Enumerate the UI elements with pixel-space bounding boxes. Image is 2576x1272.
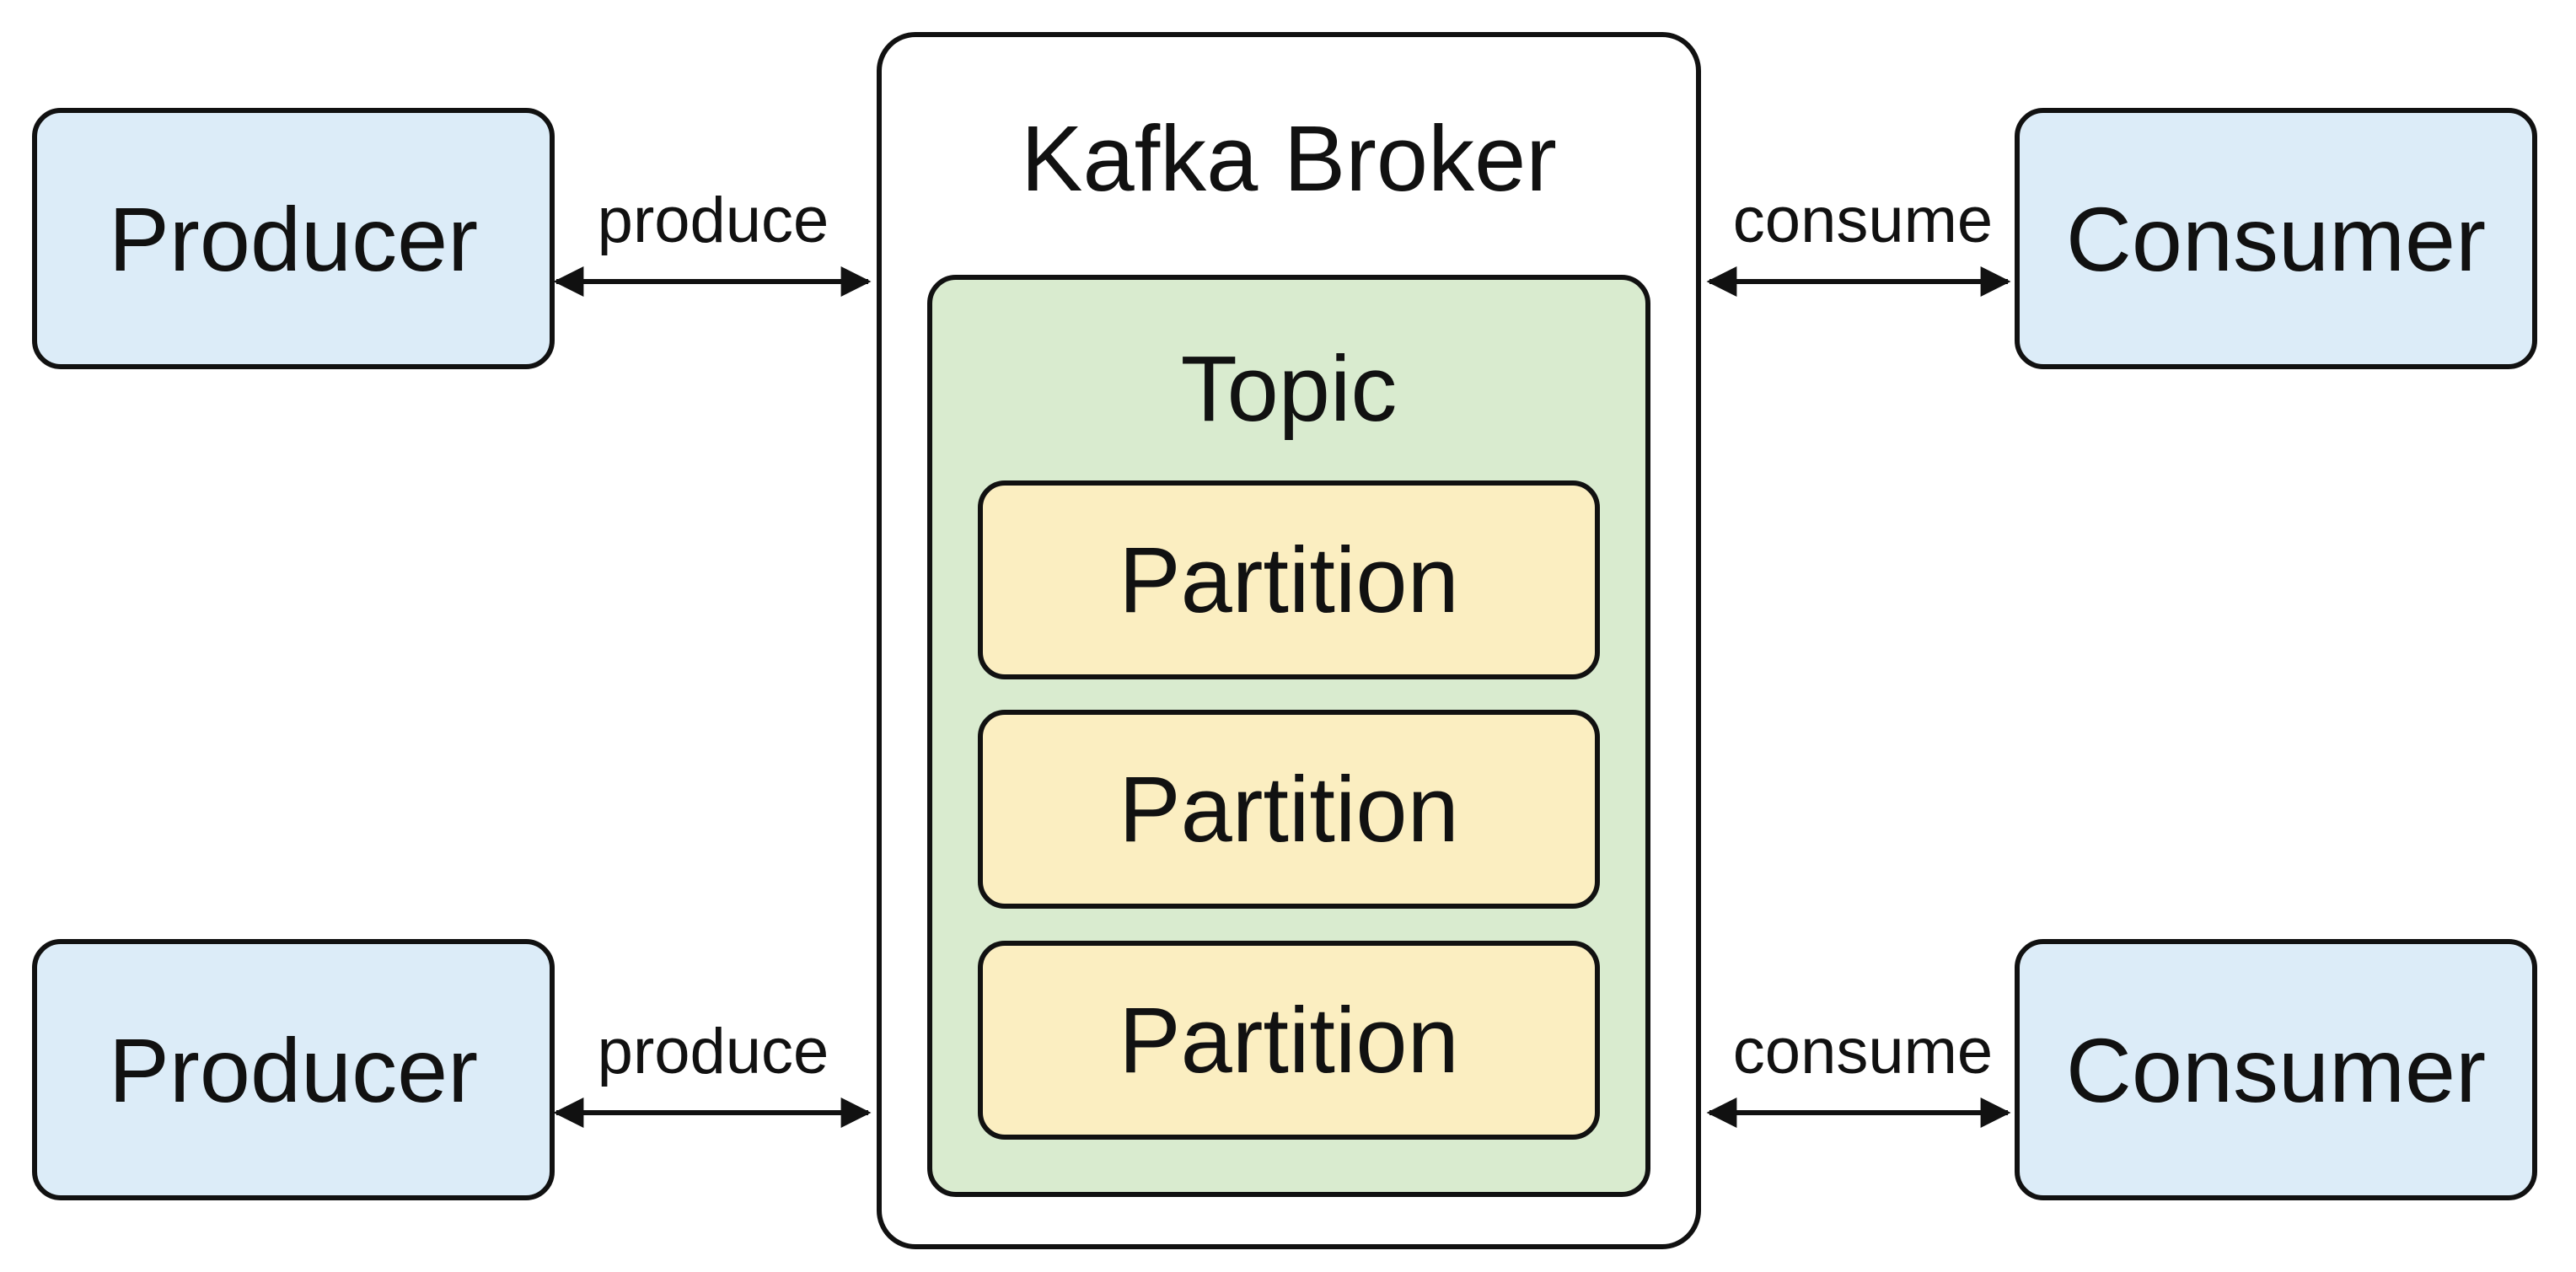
consumer-label: Consumer [2065, 187, 2487, 290]
partition-box-1: Partition [978, 480, 1600, 679]
consumer-box-top: Consumer [2015, 108, 2537, 369]
producer-label: Producer [108, 1018, 479, 1121]
partition-box-2: Partition [978, 710, 1600, 909]
consumer-box-bottom: Consumer [2015, 939, 2537, 1200]
topic-title: Topic [1180, 337, 1398, 441]
consumer-label: Consumer [2065, 1018, 2487, 1121]
produce-label-top: produce [597, 185, 829, 256]
consume-label-bottom: consume [1732, 1016, 1994, 1087]
broker-title: Kafka Broker [1021, 107, 1557, 211]
partition-label: Partition [1119, 528, 1459, 632]
producer-box-top: Producer [32, 108, 555, 369]
partition-label: Partition [1119, 988, 1459, 1092]
producer-label: Producer [108, 187, 479, 290]
partition-label: Partition [1119, 757, 1459, 861]
producer-box-bottom: Producer [32, 939, 555, 1200]
consume-label-top: consume [1732, 185, 1994, 256]
produce-label-bottom: produce [597, 1016, 829, 1087]
partition-box-3: Partition [978, 941, 1600, 1140]
